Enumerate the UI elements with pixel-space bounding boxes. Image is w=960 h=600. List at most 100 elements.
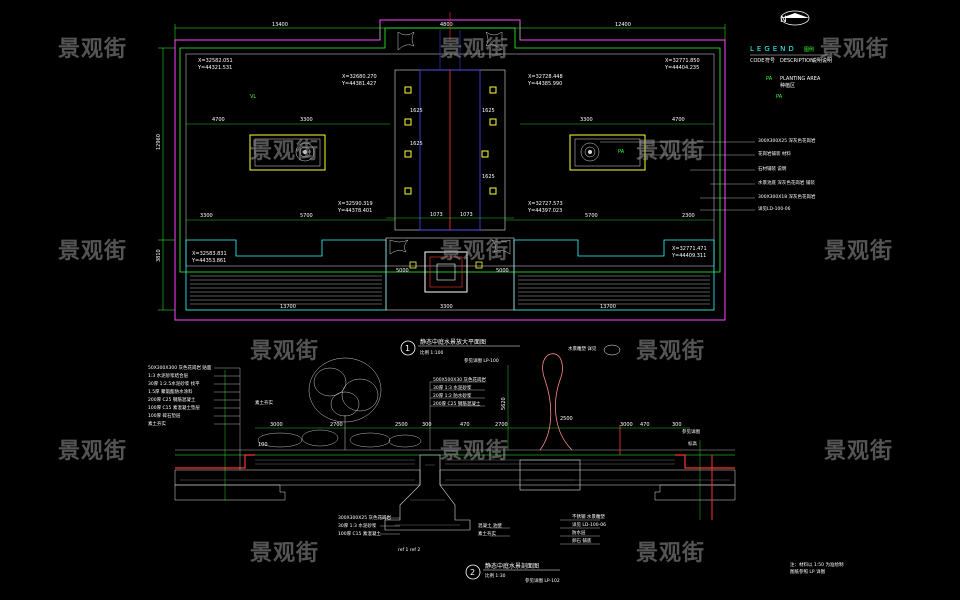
- sec-left-note-8: 素土夯实: [148, 420, 166, 427]
- plan-note-3: 石材铺装 说明: [758, 165, 787, 172]
- title-2-text: 静态中庭水景剖面图: [485, 562, 539, 570]
- center-dim-4: 1625: [482, 108, 495, 114]
- coord-cl-x: X=32680.270: [342, 74, 377, 80]
- sec-right-note-6: 素土夯实: [478, 530, 496, 537]
- watermark-12: 景观街: [440, 438, 509, 464]
- plan-top-dim-1: 13400: [272, 22, 288, 28]
- bottom-dim-2: 13700: [600, 304, 616, 310]
- bottom-dim-5: 5000: [496, 268, 509, 274]
- plan-view: 13400 4800 12400 12960 3810: [156, 12, 816, 321]
- sec-low-note-3: 100厚 C15 素混凝土: [338, 530, 381, 537]
- coord-lt-x: X=32582.051: [198, 58, 233, 64]
- gravel-layer-left: [174, 469, 421, 486]
- left-planting-box: [249, 134, 326, 171]
- sec-dim-5: 3000: [620, 422, 633, 428]
- gravel-layer-right: [439, 469, 736, 486]
- plan-top-dim-2: 4800: [440, 22, 453, 28]
- plan-note-1: 300X300X25 深灰色花岗岩: [758, 137, 816, 144]
- watermark-14: 景观街: [250, 540, 319, 566]
- sec-center-note-1: 500X500X30 灰色花岗岩: [433, 376, 486, 383]
- north-arrow-letter: N: [780, 15, 787, 25]
- plan-right-leaders: [600, 141, 755, 211]
- legend-col-desc: DESCRIPTION: [780, 58, 814, 64]
- lbox-dim-2: 3300: [300, 117, 313, 123]
- shrub-symbols: [257, 429, 422, 448]
- legend-col-code: CODE: [750, 58, 764, 64]
- title-1-num: 1: [405, 344, 410, 353]
- lbox-dim-1: 4700: [212, 117, 225, 123]
- coord-bl-x: X=32583.831: [192, 251, 227, 257]
- watermark-15: 景观街: [636, 540, 705, 566]
- watermark-7: 景观街: [440, 238, 509, 264]
- sec-left-note-7: 100厚 碎石垫层: [148, 412, 181, 419]
- north-arrow-icon: [780, 10, 810, 26]
- bottom-right-steps: [513, 239, 715, 311]
- lbox-dim-3: 3300: [200, 213, 213, 219]
- foundation-right: [654, 484, 736, 501]
- sec-dim-6: 300: [422, 422, 432, 428]
- center-dim-3: 1625: [410, 108, 423, 114]
- center-dim-2: 1073: [460, 212, 473, 218]
- coord-cr-y: Y=44385.990: [527, 81, 562, 87]
- bottom-left-steps: [185, 239, 387, 311]
- plan-note-4: 水景池底 深灰色花岗岩 铺装: [758, 179, 815, 186]
- coord-ll-y: Y=44378.401: [337, 208, 372, 214]
- watermark-6: 景观街: [58, 238, 127, 264]
- tree-symbol: [308, 357, 382, 450]
- title-1-ref: 参见详图 LP-100: [464, 357, 499, 364]
- rbox-dim-3: 5700: [585, 213, 598, 219]
- bottom-dim-1: 13700: [280, 304, 296, 310]
- watermark-13: 景观街: [824, 438, 893, 464]
- coord-bl-y: Y=44353.861: [191, 258, 226, 264]
- sec-dim-8: 470: [460, 422, 470, 428]
- lbox-dim-4: 5700: [300, 213, 313, 219]
- sec-center-note-5: 素土夯实: [255, 399, 273, 406]
- sec-left-note-6: 100厚 C15 素混凝土垫层: [148, 404, 200, 411]
- watermark-1: 景观街: [58, 36, 127, 62]
- plan-note-5: 300X300X18 深灰色花岗岩: [758, 193, 816, 200]
- center-fountain-basin: [385, 237, 515, 311]
- sec-right-note-4: 卵石 铺底: [572, 537, 592, 544]
- sec-right-note-3: 防水层: [572, 529, 586, 536]
- sec-left-note-3: 30厚 1:2.5水泥砂浆 找平: [148, 380, 200, 387]
- watermark-5: 景观街: [636, 138, 705, 164]
- title-1-text: 静态中庭水景放大平面图: [420, 338, 486, 346]
- callout-top: 水景雕塑 详见: [568, 345, 597, 352]
- sculpture-pool: [519, 459, 581, 491]
- sec-left-note-1: 50X300X300 灰色花岗岩 贴面: [148, 364, 212, 371]
- sec-low-note-1: 300X300X25 灰色花岗岩: [338, 514, 391, 521]
- watermark-11: 景观街: [58, 438, 127, 464]
- coord-ll-x: X=32590.319: [338, 201, 373, 207]
- sec-right-note-1: 不锈钢 水景雕塑: [572, 513, 605, 520]
- center-footing: [384, 454, 471, 531]
- legend-desc-cn-1: 种植区: [780, 82, 795, 89]
- legend-code-2: PA: [776, 94, 783, 100]
- watermark-10: 景观街: [636, 338, 705, 364]
- sec-dim-10: 300: [672, 422, 682, 428]
- sec-center-note-3: 20厚 1:2 防水砂浆: [433, 392, 472, 399]
- sec-low-note-2: 30厚 1:3 水泥砂浆: [338, 522, 377, 529]
- coord-br-x: X=32771.471: [672, 246, 707, 252]
- bottom-dim-4: 5000: [396, 268, 409, 274]
- watermark-8: 景观街: [824, 238, 893, 264]
- coord-br-y: Y=44409.311: [671, 253, 706, 259]
- vl-label: VL: [250, 94, 256, 100]
- plan-inner-boundary: [179, 27, 721, 273]
- sec-dim-12: 2500: [560, 416, 573, 422]
- legend-title-cn: 图例: [804, 46, 814, 53]
- right-planting-box: [569, 134, 646, 171]
- rbox-dim-4: 2300: [682, 213, 695, 219]
- coord-lr-y: Y=44397.023: [527, 208, 562, 214]
- sec-dim-7: 100: [258, 442, 268, 448]
- legend-desc-1: PLANTING AREA: [780, 76, 821, 82]
- legend: N LEGEND 图例 CODE 符号 DESCRIPTION 说明说明 PA …: [750, 10, 832, 100]
- title-1: 1 静态中庭水景放大平面图 比例 1:100 参见详图 LP-100: [400, 338, 520, 364]
- watermarks: 景观街 景观街 景观街 景观街 景观街 景观街 景观街 景观街 景观街 景观街 …: [58, 36, 893, 566]
- bottom-dim-3: 3300: [440, 304, 453, 310]
- center-dim-1: 1073: [430, 212, 443, 218]
- footnote-1: 注：材料以 1:50 为准绘制: [790, 561, 844, 568]
- level-right: 标高: [688, 440, 697, 447]
- sec-right-note-5: 混凝土 池壁: [478, 522, 502, 529]
- plan-note-2: 花岗岩铺装 材料: [758, 150, 791, 157]
- sec-dim-3: 2500: [395, 422, 408, 428]
